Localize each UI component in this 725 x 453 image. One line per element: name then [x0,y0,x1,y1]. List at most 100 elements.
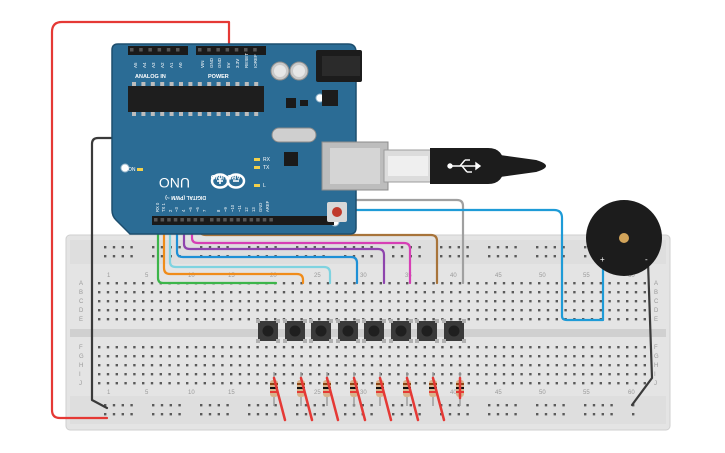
red-wire[interactable] [325,376,340,422]
row-letter: C [654,299,659,305]
col-num-bottom: 45 [495,390,502,396]
col-num-top: 20 [270,273,277,279]
microcontroller-chip [128,82,264,116]
row-letter: I [654,372,656,378]
push-button[interactable] [309,319,333,343]
blue-wire[interactable] [175,218,359,285]
row-letter: E [654,317,658,323]
light-blue-wire[interactable] [168,218,332,285]
row-letter: H [79,363,83,369]
push-button[interactable] [256,319,280,343]
analog-in-label: ANALOG IN [135,74,166,80]
red-wire[interactable] [378,376,393,422]
pin-label: A5 [133,62,138,68]
row-letter: G [79,354,84,360]
col-num-top: 50 [539,273,546,279]
pin-label: A2 [160,62,165,68]
red-wire[interactable] [405,376,420,422]
push-button[interactable] [362,319,386,343]
usb-cable[interactable] [383,148,546,184]
push-button[interactable] [389,319,413,343]
column-numbers-bottom: 1 5 10 15 20 25 30 35 40 45 50 55 60 [107,390,635,396]
col-num-bottom: 15 [228,390,235,396]
push-button[interactable] [415,319,439,343]
pin-label: GND [217,57,222,68]
orange-wire[interactable] [162,218,305,285]
pin-label: ~3 [174,207,179,212]
pin-label: RESET [244,53,249,68]
row-letter: B [654,290,658,296]
pin-label: A3 [151,62,156,68]
pin-label: A1 [169,62,174,68]
pin-label: 7 [202,209,207,212]
row-letter: A [654,281,658,287]
pin-label: 5V [226,62,231,68]
power-label: POWER [208,74,229,80]
col-num-top: 35 [405,273,412,279]
col-num-bottom: 1 [107,390,111,396]
row-letter: G [654,354,659,360]
row-letter: E [79,317,83,323]
row-letter: D [654,308,659,314]
red-wire[interactable] [299,376,314,422]
red-wire[interactable] [431,376,446,422]
red-5v-wire[interactable] [50,20,231,420]
push-button[interactable] [336,319,360,343]
col-num-bottom: 50 [539,390,546,396]
pin-label: ~9 [223,207,228,212]
analog-pin-labels: A5 A4 A3 A2 A1 A0 [133,62,183,68]
row-letter: J [79,381,82,387]
piezo-buzzer[interactable]: + - [586,200,662,276]
pin-label: RX 0 [155,202,160,212]
led-label: RX [263,157,271,163]
row-letter: I [79,372,81,378]
green-wire[interactable] [156,218,278,285]
col-num-top: 25 [314,273,321,279]
arduino-logo: ARDUINO UNO [159,173,246,191]
col-num-top: 30 [360,273,367,279]
red-wire[interactable] [272,376,287,422]
col-num-bottom: 5 [145,390,149,396]
pin-label: ~5 [188,207,193,212]
col-num-top: 1 [107,273,111,279]
row-letter: J [654,381,657,387]
row-letter: F [79,345,83,351]
push-button[interactable] [442,319,466,343]
row-letter: D [79,308,84,314]
red-wire[interactable] [352,376,367,422]
led-label: TX [263,165,270,171]
digital-label: DIGITAL (PWM ~) [165,194,206,200]
pin-label: 12 [244,207,249,212]
row-letter: B [79,290,83,296]
pin-label: 13 [251,207,256,212]
buzzer-minus-label: - [645,255,648,264]
col-num-top: 5 [145,273,149,279]
pin-label: GND [258,203,263,212]
reset-button[interactable] [327,202,347,222]
push-button[interactable] [283,319,307,343]
pin-label: ~10 [230,204,235,212]
col-num-top: 55 [583,273,590,279]
arduino-uno-board[interactable]: A5 A4 A3 A2 A1 A0 ANALOG IN VIN GND GND … [111,43,389,235]
pin-label: VIN [200,60,205,68]
uno-model-text: UNO [159,175,190,191]
push-buttons[interactable] [256,319,466,343]
purple-wire[interactable] [182,218,386,285]
row-letters-right: A B C D E F G H I J [654,281,659,387]
pin-label: 2 [168,209,173,212]
led-label: L [263,183,266,189]
col-num-top: 10 [188,273,195,279]
row-letter: H [654,363,658,369]
power-header [196,46,266,55]
rail-jumpers[interactable] [272,376,462,422]
pin-label: GND [209,57,214,68]
infinity-logo-icon [210,173,246,189]
col-num-bottom: 40 [450,390,457,396]
status-leds: L TX RX ON [128,157,271,189]
col-num-top: 15 [228,273,235,279]
magenta-wire[interactable] [190,218,412,285]
col-num-bottom: 25 [314,390,321,396]
buzzer-gnd-wire[interactable] [630,260,654,407]
pin-label: 8 [216,209,221,212]
